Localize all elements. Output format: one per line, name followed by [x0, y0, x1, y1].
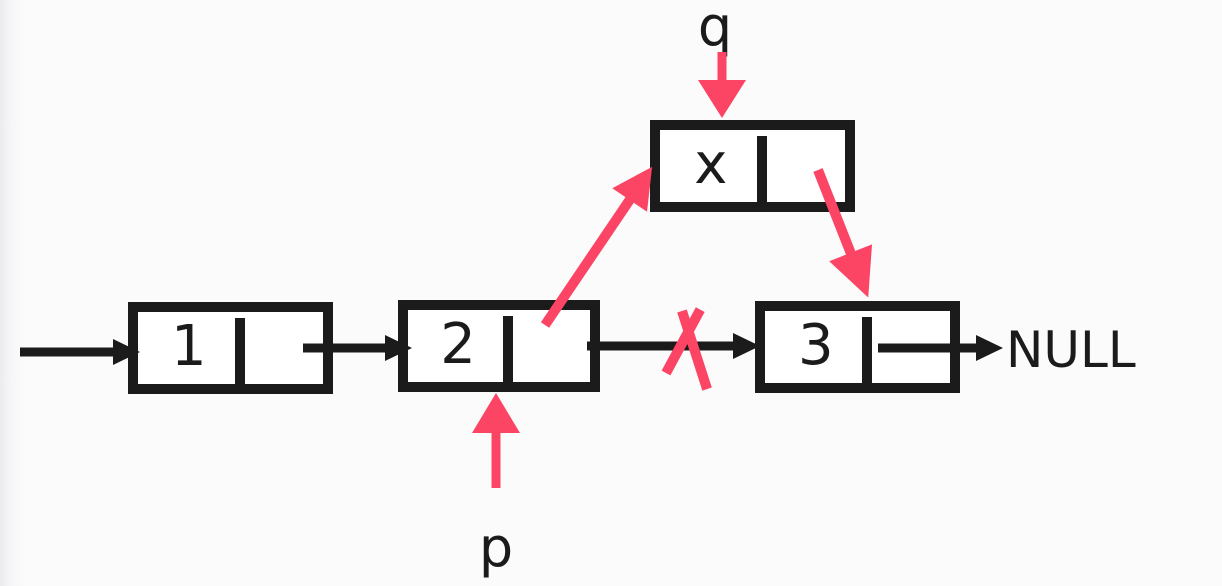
- node-x-next-cell: [762, 130, 845, 202]
- node-3-next-cell: [867, 311, 950, 383]
- pointer-q-arrow-head-icon: [698, 80, 746, 118]
- node-3-box: 3: [755, 301, 960, 393]
- node-3-cell-divider: [861, 317, 872, 383]
- pointer-p-arrow-head-icon: [472, 393, 520, 433]
- pointer-p-arrow-shaft: [491, 430, 501, 488]
- cross-out-mark-stroke-1: [661, 307, 705, 376]
- node-x-box: x: [650, 120, 855, 212]
- arrow-node3-to-null-head-icon: [976, 335, 1003, 361]
- node-2-box: 2: [398, 300, 600, 392]
- pointer-q-label: q: [697, 0, 733, 58]
- node-x-cell-divider: [756, 136, 767, 202]
- node-1-value: 1: [171, 314, 207, 379]
- cross-out-mark-stroke-2: [677, 309, 712, 391]
- head-arrow: [20, 339, 140, 365]
- arrow-nodex-to-node3-head-icon: [829, 244, 890, 306]
- null-label: NULL: [1006, 321, 1136, 379]
- pointer-p-label: p: [478, 516, 514, 579]
- node-1-box: 1: [128, 302, 333, 394]
- node-1-cell-divider: [234, 318, 245, 384]
- node-2-next-cell: [508, 310, 590, 382]
- node-2-cell-divider: [503, 316, 514, 382]
- arrow-node2-to-node3-old-link: [587, 333, 760, 359]
- arrow-node2-to-node3-shaft: [587, 341, 736, 351]
- node-x-value: x: [694, 132, 728, 197]
- node-1-next-cell: [240, 312, 323, 384]
- head-arrow-shaft: [20, 347, 116, 357]
- pointer-p-arrow: [472, 393, 520, 488]
- node-2-value: 2: [440, 312, 476, 377]
- node-3-value: 3: [798, 313, 834, 378]
- pointer-q-arrow: [698, 52, 746, 118]
